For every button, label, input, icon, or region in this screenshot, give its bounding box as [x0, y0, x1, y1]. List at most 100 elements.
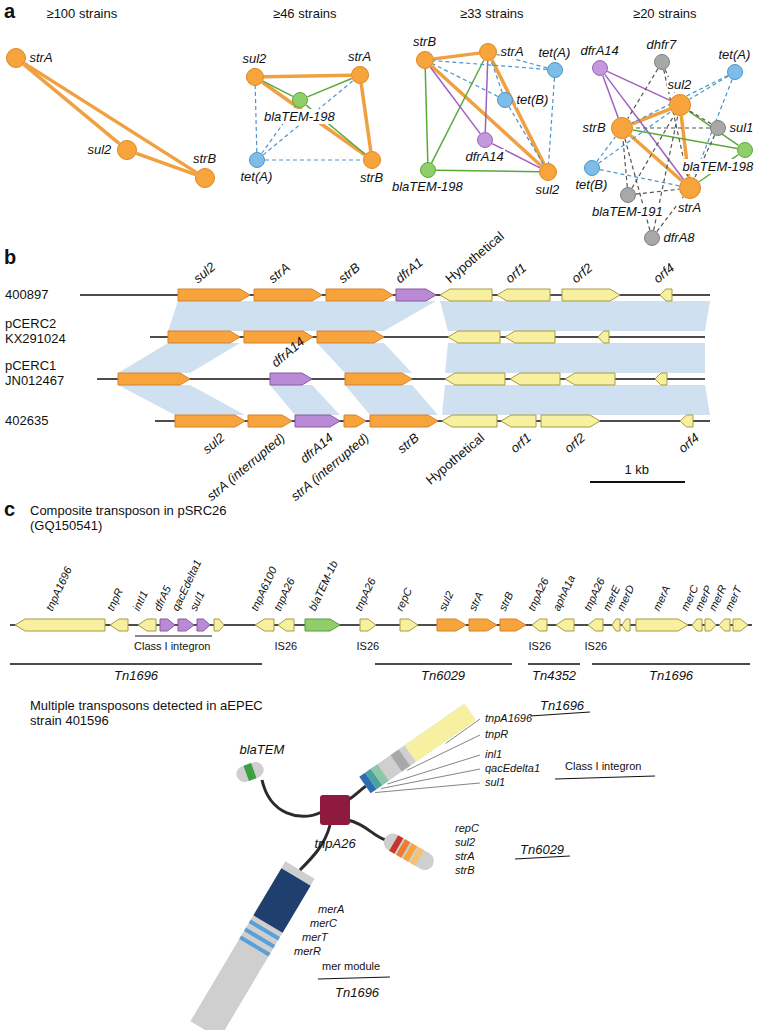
scale-bar: [590, 481, 685, 483]
slash-line: [555, 776, 655, 779]
label: pCERC2 KX291024: [5, 316, 85, 346]
label: IS26: [357, 640, 380, 653]
label: ≥46 strains: [273, 6, 337, 21]
network-edge: [485, 61, 487, 132]
gene-node: dfrA14: [477, 132, 493, 148]
network-edge: [633, 127, 710, 128]
gene-node: strA: [479, 43, 497, 61]
gene-name: intI1: [130, 589, 151, 613]
gene-arrow: [437, 619, 466, 631]
gene-arrow: [469, 619, 497, 631]
gene-arrow: [160, 619, 175, 631]
gene-arrow: [497, 289, 550, 301]
gene-label: blaTEM-198: [682, 159, 755, 174]
bla-capsule: [234, 760, 266, 785]
network-edge: [265, 159, 363, 160]
leader-line: [387, 755, 480, 784]
network-edge: [434, 53, 479, 59]
homology-shading: [317, 343, 412, 373]
gene-arrow: [532, 619, 547, 631]
network-edge: [436, 170, 539, 172]
gene-arrow: [317, 331, 384, 343]
gene-node: sul2: [669, 94, 691, 116]
transposon-span: [528, 663, 580, 665]
homology-shading: [440, 301, 710, 331]
gene-name: orf4: [650, 260, 677, 286]
gene-node: strA: [6, 48, 26, 68]
network-edge: [632, 76, 728, 124]
gene-name: sul1: [485, 776, 505, 789]
gene-name: strB: [496, 590, 516, 613]
gene-arrow: [588, 619, 603, 631]
gene-label: dhfr7: [646, 37, 678, 52]
gene-node: dhfr7: [654, 54, 670, 70]
gene-arrow: [345, 373, 412, 385]
gene-node: dfrA8: [644, 230, 660, 246]
gene-label: sul2: [242, 51, 268, 66]
gene-name: inl1: [485, 748, 502, 761]
network-edge: [24, 64, 120, 143]
gene-arrow: [305, 619, 340, 631]
network-edge: [136, 153, 195, 174]
gene-name: sul2: [455, 836, 475, 849]
gene-name: tnpA1696: [43, 565, 75, 613]
loop-line: [262, 780, 322, 816]
gene-name: merC: [310, 917, 337, 930]
gene-name: tnpA26: [352, 576, 379, 613]
gene-node: blaTEM-198: [737, 142, 753, 158]
gene-arrow: [214, 619, 224, 631]
gene-label: sul2: [535, 182, 561, 197]
transposon-span: [592, 663, 750, 665]
transposon-span: [10, 663, 262, 665]
panel-letter: b: [4, 246, 16, 268]
label: 400897: [5, 287, 48, 302]
network-edge: [430, 67, 480, 133]
gene-arrow: [110, 619, 128, 631]
gene-arrow: [612, 619, 620, 631]
gene-name: merR: [294, 945, 321, 958]
gene-name: sul2: [436, 589, 456, 613]
gene-arrow: [733, 619, 748, 631]
gene-node: blaTEM-198: [292, 92, 308, 108]
network-edge: [599, 111, 672, 163]
gene-arrow: [636, 619, 688, 631]
gene-node: strB: [195, 168, 215, 188]
mer-module-segment: [268, 877, 296, 924]
tn6029-capsule: [381, 830, 438, 873]
gene-arrow: [660, 289, 672, 301]
network-edge: [255, 86, 257, 152]
label: Class I integron: [134, 640, 210, 653]
label: ≥20 strains: [633, 6, 697, 21]
gene-node: strB: [611, 117, 633, 139]
gene-label: tet(B): [575, 177, 609, 192]
gene-node: tet(A): [547, 62, 563, 78]
gene-name: tnpR: [485, 728, 508, 741]
gene-name: strB: [335, 260, 362, 286]
network-edge: [628, 69, 658, 119]
gene-arrow: [445, 373, 505, 385]
gene-name: repC: [393, 586, 415, 613]
gene-node: tet(B): [497, 92, 513, 108]
capsule: [381, 830, 438, 873]
gene-node: sul2: [246, 68, 264, 86]
gene-node: blaTEM-191: [620, 187, 636, 203]
gene-name: strB: [455, 864, 475, 877]
slash-line: [318, 977, 390, 979]
gene-label: tet(A): [240, 169, 274, 184]
gene-segment: [371, 764, 389, 785]
gene-name: strB: [394, 430, 421, 456]
gene-label: blaTEM-198: [263, 109, 336, 124]
gene-arrow: [510, 373, 560, 385]
network-edge: [433, 64, 498, 96]
gene-segment: [404, 704, 475, 762]
label: IS26: [275, 640, 298, 653]
gene-name: blaTEM-1b: [306, 559, 341, 613]
gene-name: Tn1696: [540, 698, 584, 713]
gene-arrow: [500, 619, 526, 631]
gene-label: strB: [582, 120, 607, 135]
gene-name: tnpA26: [315, 836, 356, 851]
gene-name: strA: [455, 850, 475, 863]
network-edge: [425, 69, 428, 162]
gene-name: Tn4352: [532, 668, 576, 683]
label: pCERC1 JN012467: [5, 358, 85, 388]
